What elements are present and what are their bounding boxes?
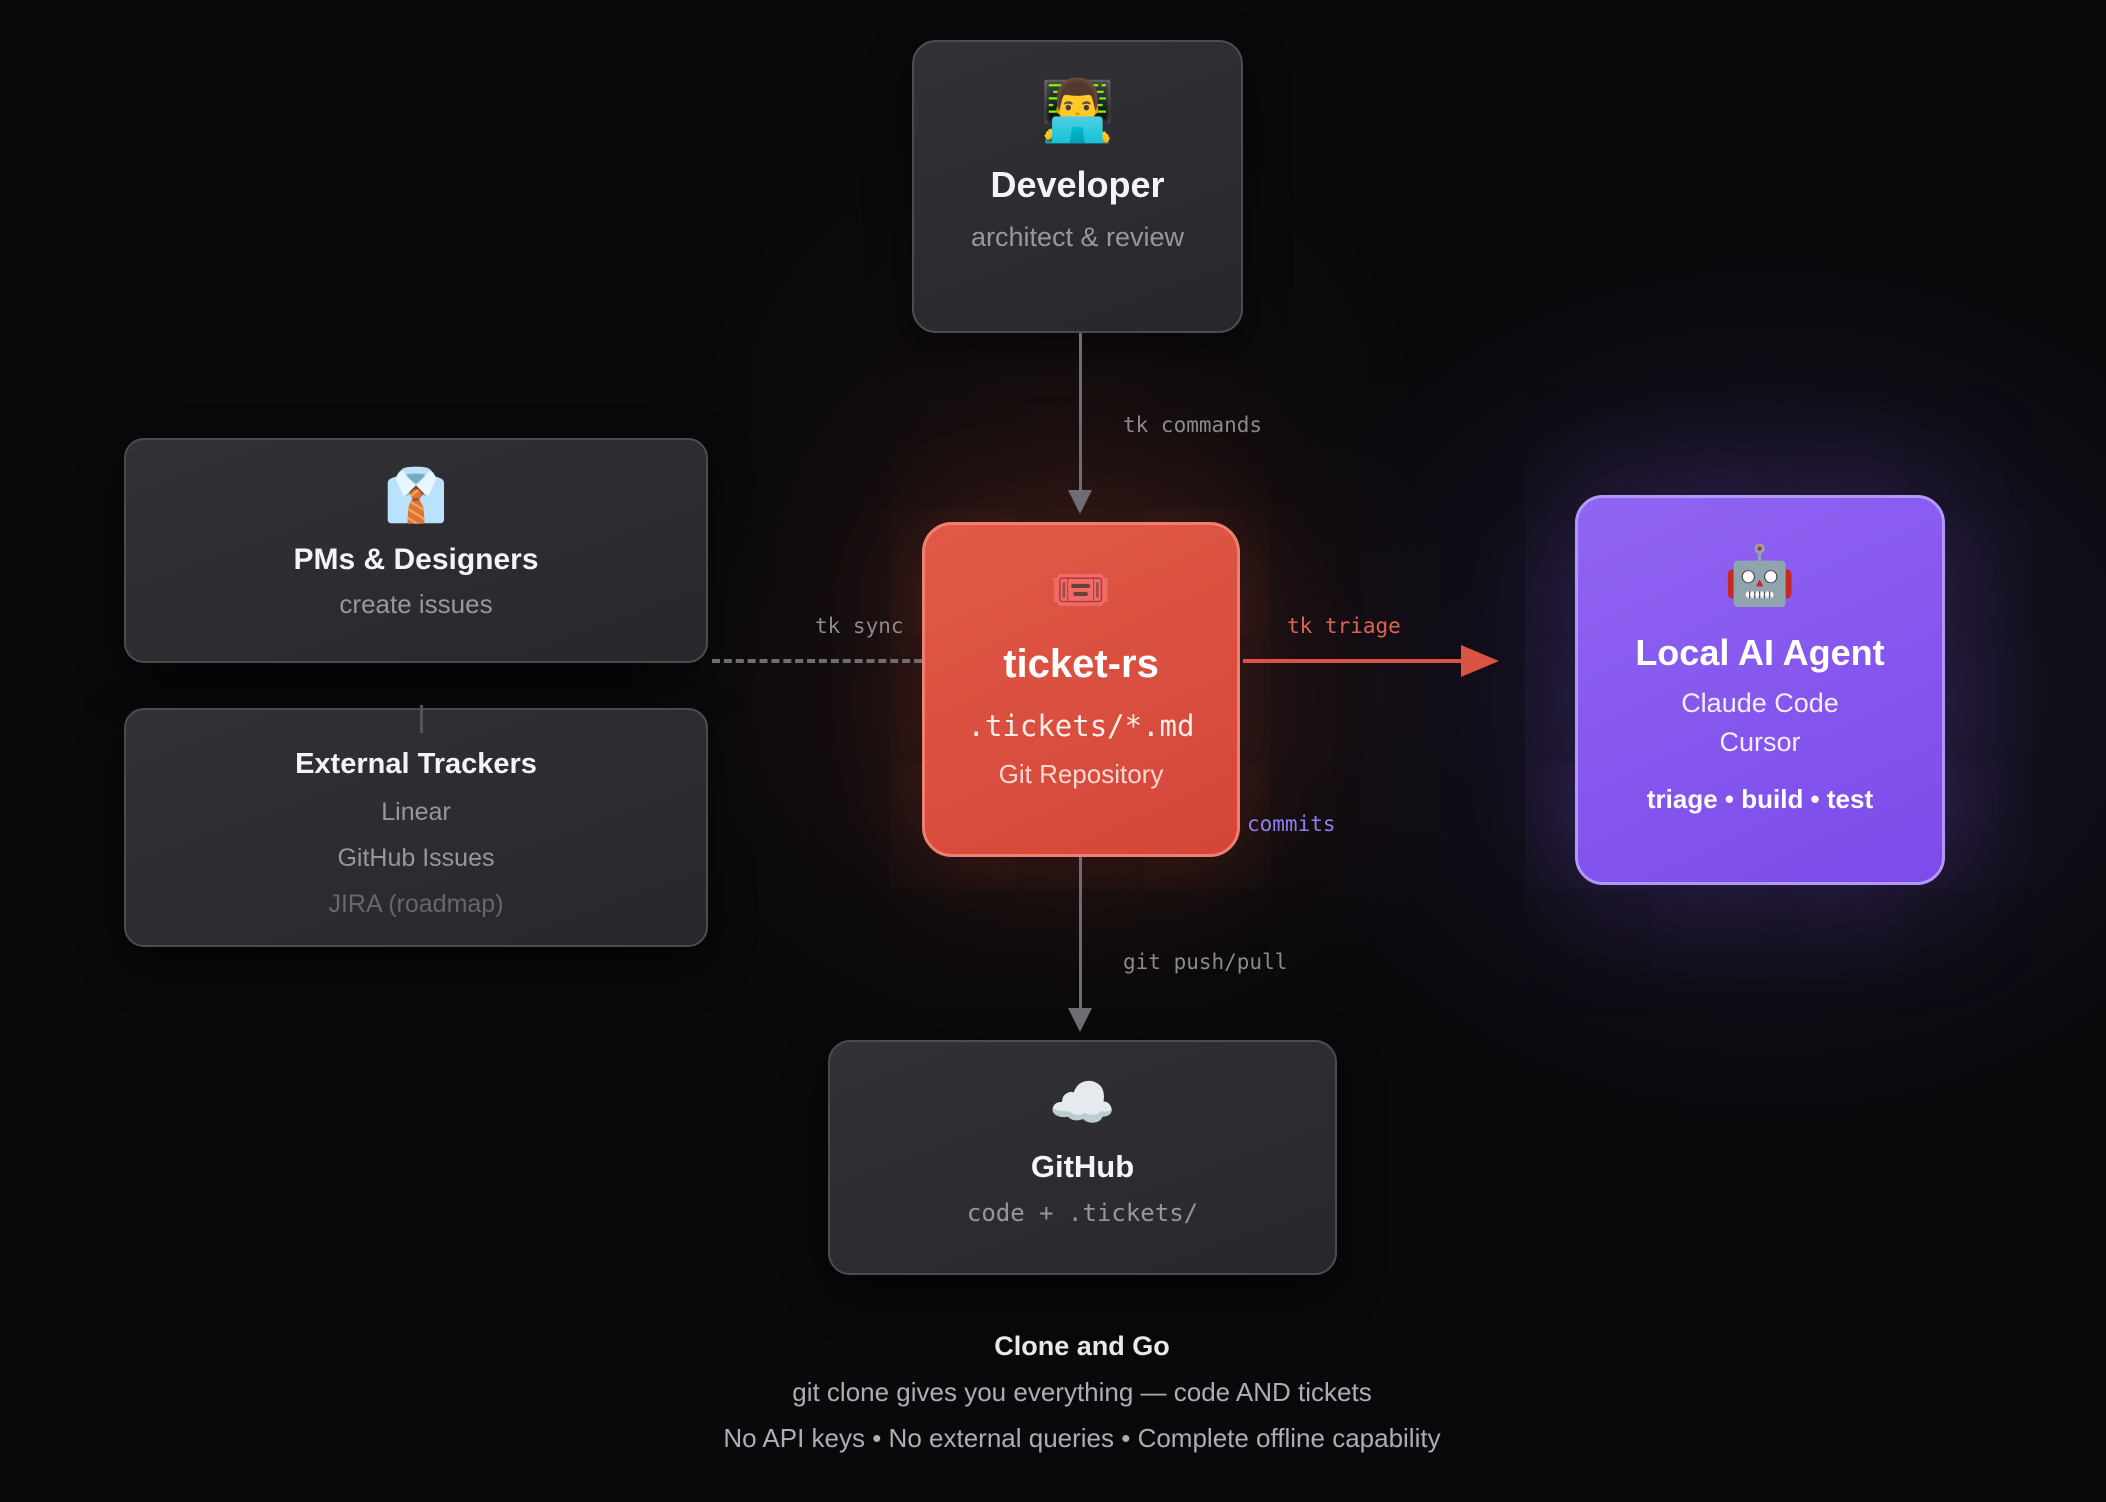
- developer-title: Developer: [990, 164, 1165, 205]
- sync-dashed-line: [712, 659, 922, 663]
- commands-arrow-line: [1079, 333, 1082, 491]
- edge-label-tk-triage: tk triage: [1287, 614, 1401, 638]
- github-subtitle: code + .tickets/: [966, 1199, 1199, 1228]
- edge-label-git-push-pull: git push/pull: [1123, 950, 1288, 974]
- node-ticket-rs: 🎟️ ticket-rs .tickets/*.md Git Repositor…: [922, 522, 1240, 857]
- push-arrowhead-icon: [1068, 1008, 1092, 1032]
- necktie-icon: 👔: [383, 467, 449, 525]
- agent-tool-cursor: Cursor: [1719, 726, 1801, 757]
- pms-subtitle: create issues: [339, 589, 493, 620]
- node-local-ai-agent: 🤖 Local AI Agent Claude Code Cursor tria…: [1575, 495, 1945, 885]
- developer-technologist-icon: 👨‍💻: [1040, 77, 1115, 144]
- trackers-title: External Trackers: [295, 748, 537, 780]
- tracker-item-linear: Linear: [381, 798, 451, 826]
- node-pms-designers: 👔 PMs & Designers create issues: [124, 438, 708, 663]
- cloud-icon: ☁️: [1048, 1073, 1117, 1133]
- pms-title: PMs & Designers: [293, 543, 539, 577]
- footer-line-1: git clone gives you everything — code AN…: [792, 1377, 1372, 1407]
- footer-line-2: No API keys • No external queries • Comp…: [723, 1423, 1441, 1453]
- ticket-rs-subtitle: Git Repository: [998, 759, 1164, 789]
- ticket-rs-path: .tickets/*.md: [967, 709, 1195, 743]
- footer-title: Clone and Go: [994, 1331, 1170, 1361]
- agent-title: Local AI Agent: [1635, 631, 1885, 673]
- trackers-connector-line: [420, 705, 423, 733]
- node-github: ☁️ GitHub code + .tickets/: [828, 1040, 1337, 1275]
- tracker-item-jira: JIRA (roadmap): [328, 890, 504, 918]
- commands-arrowhead-icon: [1068, 490, 1092, 514]
- robot-icon: 🤖: [1723, 543, 1797, 608]
- admit-one-ticket-icon: 🎟️: [1049, 562, 1113, 618]
- agent-tasks: triage • build • test: [1646, 783, 1874, 814]
- agent-tool-claude-code: Claude Code: [1681, 687, 1839, 718]
- footer-note: Clone and Go git clone gives you everyth…: [582, 1331, 1582, 1454]
- github-title: GitHub: [1030, 1149, 1135, 1185]
- triage-arrowhead-icon: [1461, 645, 1499, 677]
- developer-subtitle: architect & review: [970, 222, 1185, 252]
- edge-label-commits: commits: [1247, 812, 1336, 836]
- tracker-item-github-issues: GitHub Issues: [337, 844, 495, 872]
- edge-label-tk-commands: tk commands: [1123, 413, 1263, 437]
- node-developer: 👨‍💻 Developer architect & review: [912, 40, 1243, 333]
- node-external-trackers: External Trackers Linear GitHub Issues J…: [124, 708, 708, 947]
- push-arrow-line: [1079, 857, 1082, 1009]
- triage-arrow-line: [1243, 659, 1461, 663]
- ticket-rs-title: ticket-rs: [1003, 642, 1159, 686]
- edge-label-tk-sync: tk sync: [815, 614, 904, 638]
